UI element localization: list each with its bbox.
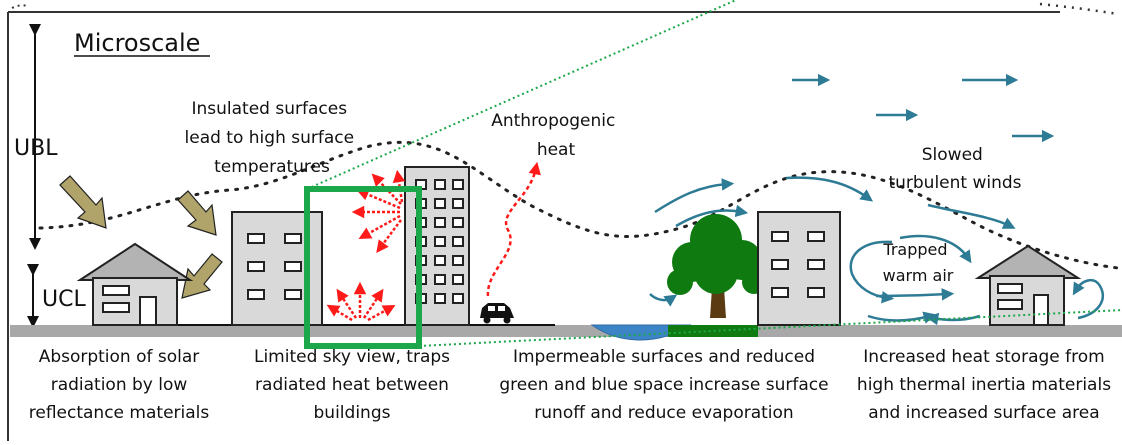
insulated-line-1: Insulated surfaces <box>192 99 348 119</box>
caption-sky-view-line-3: buildings <box>313 403 391 423</box>
boundary-layer-curve <box>38 140 1120 270</box>
anthropogenic-line-2: heat <box>537 140 576 160</box>
caption-sky-view-line-2: radiated heat between <box>255 375 449 395</box>
caption-sky-view-line-1: Limited sky view, traps <box>253 347 451 367</box>
house-left <box>76 242 194 326</box>
building-tall <box>404 166 470 326</box>
caption-impermeable: Impermeable surfaces and reduced green a… <box>478 343 850 427</box>
grass-strip <box>668 325 758 337</box>
radiated-heat-wall <box>351 169 406 253</box>
trapped-air-swirls <box>849 234 1104 326</box>
anthropogenic-heat-arrow <box>486 161 541 297</box>
caption-absorption-line-2: radiation by low <box>50 375 188 395</box>
ubl-label: UBL <box>14 136 58 161</box>
caption-storage-line-3: and increased surface area <box>868 403 1100 423</box>
slowed-line-1: Slowed <box>922 145 983 165</box>
radiated-heat-ground <box>326 281 396 322</box>
trapped-line-1: Trapped <box>882 240 947 259</box>
caption-absorption: Absorption of solar radiation by low ref… <box>14 343 224 427</box>
frame <box>7 2 1119 441</box>
slowed-winds-label: Slowed turbulent winds <box>888 145 1021 193</box>
insulated-line-3: temperatures <box>214 157 330 177</box>
anthropogenic-heat-label: Anthropogenic heat <box>491 111 621 160</box>
building-mid-right <box>757 211 841 326</box>
trapped-line-2: warm air <box>883 266 954 285</box>
caption-impermeable-line-3: runoff and reduce evaporation <box>534 403 794 423</box>
caption-absorption-line-1: Absorption of solar <box>38 347 200 367</box>
zoom-line-top <box>306 0 737 190</box>
wind-arrows <box>649 73 1055 307</box>
title-microscale: Microscale <box>74 29 200 57</box>
caption-storage-line-2: high thermal inertia materials <box>856 375 1112 395</box>
zoom-line-bottom <box>418 309 1122 347</box>
highlight-box <box>304 186 422 349</box>
ucl-label: UCL <box>42 287 86 312</box>
insulated-surfaces-label: Insulated surfaces lead to high surface … <box>185 99 360 177</box>
slowed-line-2: turbulent winds <box>888 173 1021 193</box>
anthropogenic-line-1: Anthropogenic <box>491 111 615 131</box>
caption-absorption-line-3: reflectance materials <box>28 403 210 423</box>
trapped-air-label: Trapped warm air <box>882 240 953 285</box>
caption-impermeable-line-2: green and blue space increase surface <box>499 375 829 395</box>
ground <box>10 325 1122 337</box>
car-icon <box>480 303 514 324</box>
caption-storage: Increased heat storage from high thermal… <box>848 343 1120 427</box>
caption-sky-view: Limited sky view, traps radiated heat be… <box>232 343 472 427</box>
house-right <box>974 244 1082 326</box>
tree-icon <box>667 214 766 318</box>
caption-storage-line-1: Increased heat storage from <box>863 347 1105 367</box>
solar-arrows <box>59 175 223 299</box>
caption-impermeable-line-1: Impermeable surfaces and reduced <box>512 347 816 367</box>
insulated-line-2: lead to high surface <box>185 128 355 148</box>
